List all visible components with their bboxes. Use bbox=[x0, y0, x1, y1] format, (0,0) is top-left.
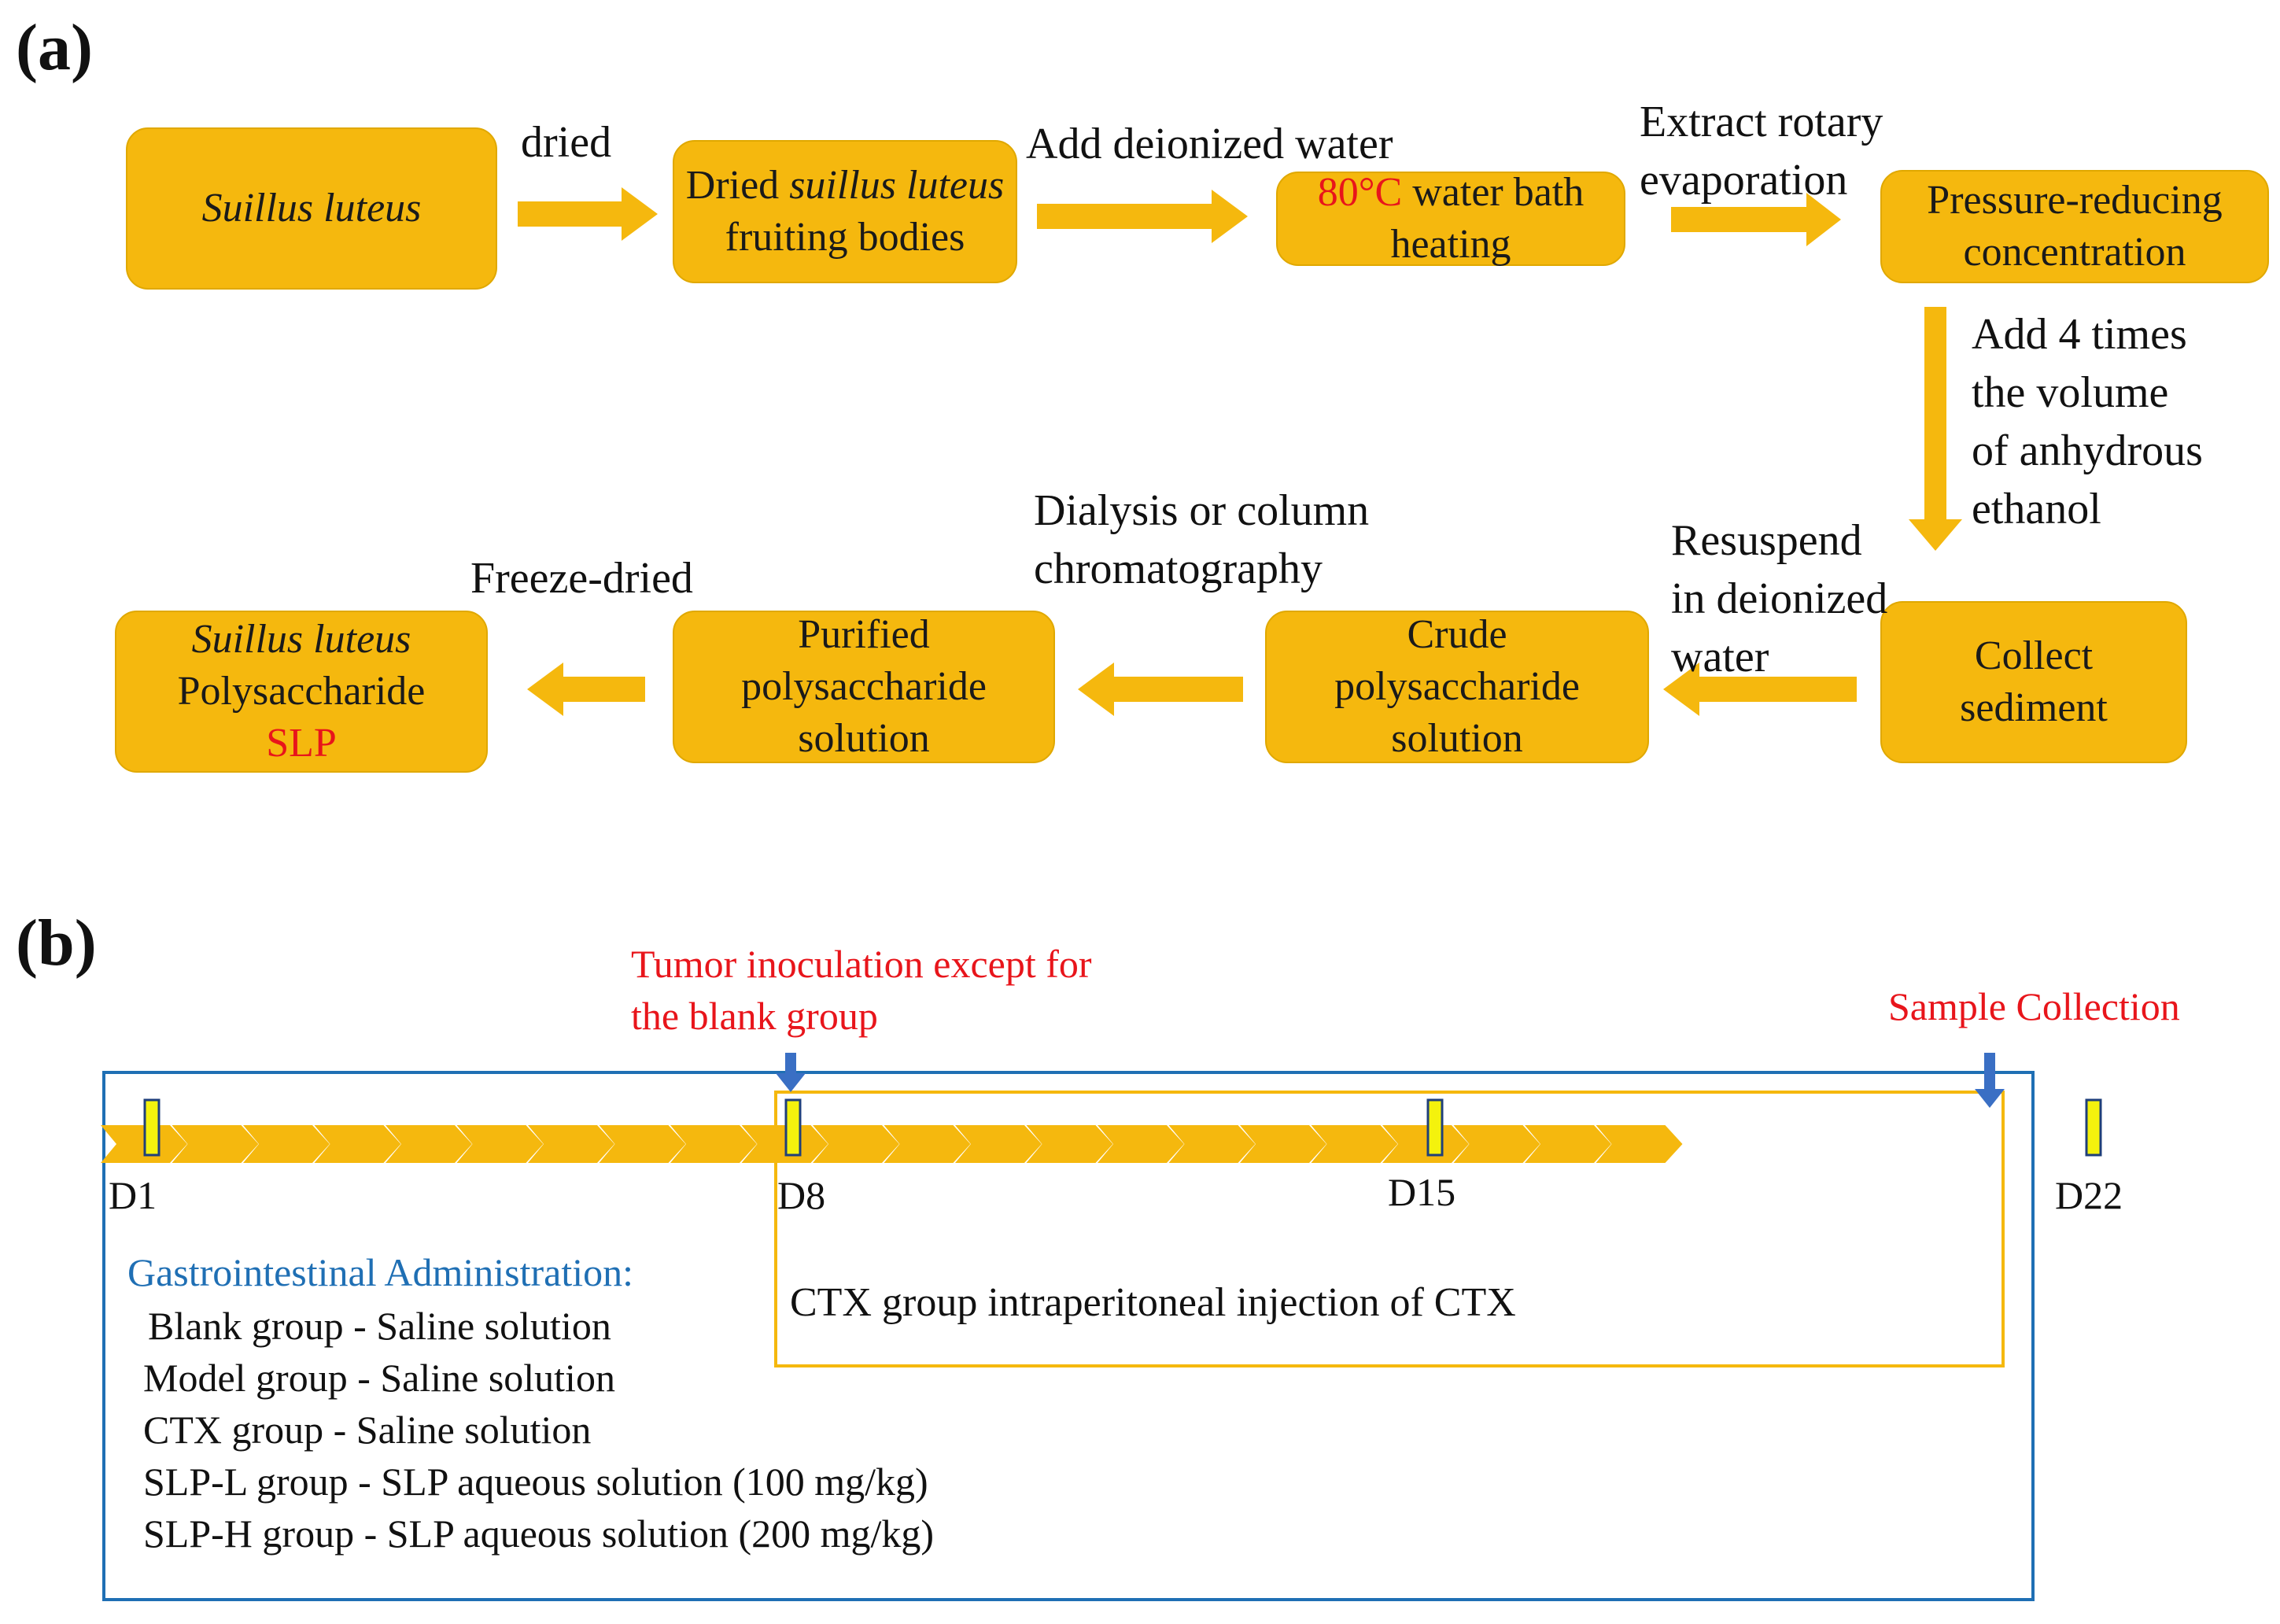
box-collect-sediment: Collect sediment bbox=[1880, 601, 2187, 763]
box-suillus-text: Suillus luteus bbox=[201, 186, 422, 231]
arrow-resuspend bbox=[1663, 663, 1857, 716]
box-slp-final: Suillus luteus Polysaccharide SLP bbox=[115, 611, 488, 773]
day-label-d8: D8 bbox=[777, 1173, 826, 1217]
step-dialysis-1: Dialysis or column bbox=[1034, 486, 1370, 535]
timeline-chevron bbox=[1098, 1125, 1184, 1163]
ctx-note: CTX group intraperitoneal injection of C… bbox=[790, 1280, 1516, 1325]
timeline-chevron bbox=[955, 1125, 1042, 1163]
timeline-chevron bbox=[314, 1125, 401, 1163]
timeline-chevron bbox=[670, 1125, 757, 1163]
final-line2: Polysaccharide bbox=[177, 669, 426, 714]
water-bath-temp: 80°C bbox=[1317, 170, 1403, 215]
admin-line-ctx: CTX group - Saline solution bbox=[143, 1408, 592, 1452]
purified-text: Purified polysaccharide solution bbox=[741, 612, 987, 761]
timeline-chevron bbox=[1596, 1125, 1683, 1163]
day-markers bbox=[143, 1098, 2102, 1157]
timeline-chevron bbox=[813, 1125, 899, 1163]
arrow-freeze bbox=[527, 663, 645, 716]
final-italic: Suillus luteus bbox=[191, 617, 411, 662]
dried-italic: suillus luteus bbox=[789, 163, 1005, 208]
admin-line-model: Model group - Saline solution bbox=[143, 1356, 615, 1400]
arrow-ethanol bbox=[1909, 307, 1962, 551]
tumor-arrow-icon bbox=[776, 1053, 806, 1092]
timeline-chevron bbox=[1240, 1125, 1326, 1163]
final-slp: SLP bbox=[266, 721, 337, 766]
timeline-chevron bbox=[243, 1125, 330, 1163]
flow-arrows bbox=[518, 187, 1962, 716]
dried-pre: Dried bbox=[685, 163, 790, 208]
box-purified-solution: Purified polysaccharide solution bbox=[673, 611, 1055, 763]
timeline-chevron bbox=[528, 1125, 614, 1163]
timeline-chevron bbox=[599, 1125, 686, 1163]
timeline-chevrons bbox=[101, 1125, 1683, 1163]
box-water-bath: 80°C water bath heating bbox=[1276, 170, 1625, 267]
step-freeze: Freeze-dried bbox=[470, 554, 693, 603]
timeline-chevron bbox=[1525, 1125, 1611, 1163]
admin-line-slp-l: SLP-L group - SLP aqueous solution (100 … bbox=[143, 1460, 928, 1504]
box-dried-fruiting-bodies: Dried suillus luteus fruiting bodies bbox=[673, 140, 1017, 283]
day-label-d1: D1 bbox=[109, 1173, 157, 1217]
arrow-dialysis bbox=[1078, 663, 1243, 716]
arrow-extract bbox=[1671, 193, 1841, 246]
arrow-add-water bbox=[1037, 190, 1248, 243]
administration-frame bbox=[102, 1071, 2035, 1601]
arrow-dried bbox=[518, 187, 658, 241]
panel-a-label: (a) bbox=[16, 11, 93, 84]
timeline-chevron bbox=[1311, 1125, 1398, 1163]
timeline-chevron bbox=[172, 1125, 259, 1163]
timeline-chevron bbox=[1026, 1125, 1113, 1163]
step-ethanol-1: Add 4 times bbox=[1972, 310, 2187, 359]
step-extract-1: Extract rotary bbox=[1640, 98, 1883, 146]
step-resuspend-2: in deionized bbox=[1671, 574, 1888, 623]
step-add-water: Add deionized water bbox=[1026, 120, 1393, 168]
sample-arrow-icon bbox=[1975, 1053, 2005, 1108]
timeline-chevron bbox=[1382, 1125, 1469, 1163]
day-label-d15: D15 bbox=[1388, 1170, 1456, 1214]
timeline-chevron bbox=[1168, 1125, 1256, 1163]
box-suillus-luteus: Suillus luteus bbox=[126, 127, 497, 290]
step-ethanol-4: ethanol bbox=[1972, 485, 2101, 533]
water-bath-rest: water bath heating bbox=[1390, 170, 1585, 267]
box-crude-solution: Crude polysaccharide solution bbox=[1265, 611, 1649, 763]
tumor-label-1: Tumor inoculation except for bbox=[631, 942, 1092, 986]
pressure-text: Pressure-reducing concentration bbox=[1927, 178, 2223, 275]
timeline-chevron bbox=[884, 1125, 971, 1163]
sample-collection-label: Sample Collection bbox=[1888, 984, 2180, 1028]
crude-text: Crude polysaccharide solution bbox=[1334, 612, 1580, 761]
tumor-label-2: the blank group bbox=[631, 994, 878, 1038]
marker-d8 bbox=[784, 1098, 802, 1157]
timeline-chevron bbox=[386, 1125, 472, 1163]
timeline-chevron bbox=[1453, 1125, 1540, 1163]
dried-post: fruiting bodies bbox=[725, 215, 965, 260]
marker-d22 bbox=[2085, 1098, 2102, 1157]
admin-line-blank: Blank group - Saline solution bbox=[148, 1304, 611, 1348]
timeline-chevron bbox=[456, 1125, 544, 1163]
step-extract-2: evaporation bbox=[1640, 156, 1848, 205]
admin-line-slp-h: SLP-H group - SLP aqueous solution (200 … bbox=[143, 1511, 935, 1556]
panel-b-label: (b) bbox=[16, 906, 97, 980]
step-dried: dried bbox=[521, 118, 612, 167]
step-resuspend-1: Resuspend bbox=[1671, 516, 1862, 565]
marker-d15 bbox=[1426, 1098, 1444, 1157]
marker-d1 bbox=[143, 1098, 160, 1157]
event-arrows bbox=[776, 1053, 2005, 1108]
ctx-frame bbox=[774, 1091, 2005, 1367]
box-pressure-reducing: Pressure-reducing concentration bbox=[1880, 170, 2269, 283]
collect-text: Collect sediment bbox=[1960, 633, 2108, 730]
step-dialysis-2: chromatography bbox=[1034, 544, 1323, 593]
day-label-d22: D22 bbox=[2055, 1173, 2123, 1217]
step-ethanol-2: the volume bbox=[1972, 368, 2169, 417]
step-ethanol-3: of anhydrous bbox=[1972, 426, 2203, 475]
admin-title: Gastrointestinal Administration: bbox=[127, 1250, 633, 1294]
step-resuspend-3: water bbox=[1671, 633, 1769, 681]
